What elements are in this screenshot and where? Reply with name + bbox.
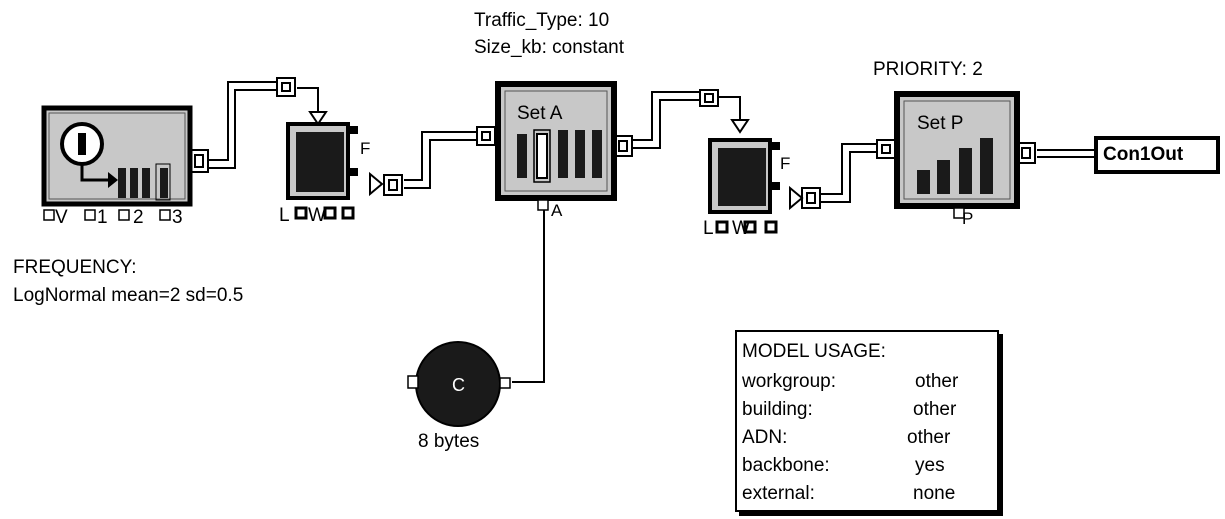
wire-gen-queue1 (208, 81, 319, 169)
generator-port-1-label: 1 (97, 207, 108, 228)
set-a-port-label: A (551, 201, 563, 220)
queue2-port-l-label: L (703, 218, 714, 239)
set-a-block[interactable] (495, 81, 617, 211)
queue1-port-l-label: L (279, 205, 290, 226)
generator-port-3-label: 3 (172, 207, 183, 228)
model-usage-box: MODEL USAGE: workgroup: other building: … (735, 330, 999, 512)
model-usage-title: MODEL USAGE: (742, 341, 886, 362)
set-p-priority: PRIORITY: 2 (873, 59, 983, 80)
wire-queue2-setp (820, 143, 877, 203)
model-usage-key: workgroup: (742, 371, 836, 392)
model-usage-key: backbone: (742, 455, 830, 476)
wire-constant-seta (512, 210, 545, 383)
model-usage-value: other (915, 371, 959, 392)
model-usage-key: building: (742, 399, 813, 420)
set-a-size: Size_kb: constant (474, 37, 624, 58)
set-a-port (537, 199, 549, 211)
set-a-title: Set A (517, 103, 563, 124)
constant-block[interactable] (407, 341, 511, 427)
set-p-block[interactable] (894, 91, 1020, 219)
model-usage-key: ADN: (742, 427, 788, 448)
queue-arrows (308, 111, 804, 211)
set-p-port-label: P (962, 209, 974, 228)
queue1-block[interactable] (286, 122, 358, 220)
model-usage-key: external: (742, 483, 815, 504)
queue2-block[interactable] (708, 138, 780, 234)
output-label: Con1Out (1103, 144, 1184, 165)
model-usage-value: other (913, 399, 957, 420)
generator-port-2-label: 2 (133, 207, 144, 228)
frequency-label: FREQUENCY: (13, 257, 137, 278)
wire-queue1-seta (404, 131, 478, 189)
model-usage-value: none (913, 483, 956, 504)
model-usage-value: other (907, 427, 951, 448)
queue1-port-f-label: F (360, 139, 371, 158)
generator-port-v-label: V (55, 207, 68, 228)
queue1-port-f (350, 126, 358, 134)
set-a-traffic-type: Traffic_Type: 10 (474, 10, 610, 31)
constant-letter: C (452, 375, 465, 395)
wire-setp-output (1037, 149, 1096, 158)
generator-ports (43, 209, 171, 221)
wire-seta-queue2 (632, 91, 741, 149)
model-usage-value: yes (915, 455, 945, 476)
frequency-distribution: LogNormal mean=2 sd=0.5 (13, 285, 244, 306)
queue2-port-f-label: F (780, 154, 791, 173)
constant-value: 8 bytes (418, 431, 480, 452)
generator-block[interactable] (41, 105, 193, 207)
queue1-port-w-label: W (308, 205, 326, 226)
output-block[interactable] (1094, 136, 1220, 174)
queue2-port-w-label: W (732, 218, 750, 239)
set-p-title: Set P (917, 113, 964, 134)
